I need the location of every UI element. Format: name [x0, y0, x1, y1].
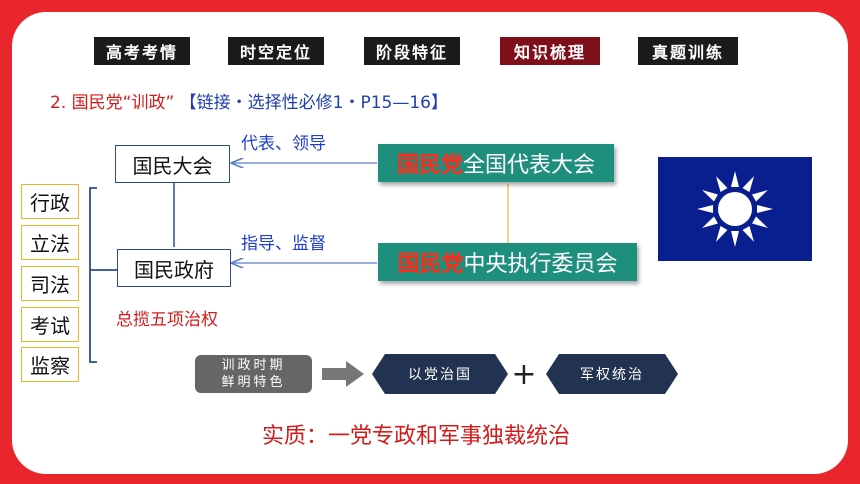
section-title: 国民党“训政” — [71, 93, 175, 113]
party-rule-hexagon — [372, 354, 508, 394]
tab-gaokao-analysis[interactable]: 高考考情 — [94, 37, 190, 65]
section-number: 2. — [50, 93, 67, 113]
section-heading: 2. 国民党“训政” 【链接・选择性必修1・P15—16】 — [50, 88, 448, 113]
white-sun-icon — [697, 171, 773, 247]
period-line-1: 训政时期 — [221, 358, 286, 373]
power-legislative: 立法 — [21, 225, 79, 260]
tab-knowledge-review[interactable]: 知识梳理 — [500, 37, 600, 65]
period-line-2: 鲜明特色 — [221, 375, 286, 390]
military-rule-label: 军权统治 — [580, 367, 644, 383]
tab-real-exams[interactable]: 真题训练 — [638, 37, 738, 65]
tab-stage-features[interactable]: 阶段特征 — [364, 37, 460, 65]
training-period-badge: 训政时期 鲜明特色 — [195, 355, 312, 393]
power-executive: 行政 — [21, 184, 79, 219]
party-congress-box: 国民党全国代表大会 — [378, 144, 614, 182]
label-represent-lead: 代表、领导 — [241, 134, 326, 154]
central-executive-committee-box: 国民党中央执行委员会 — [378, 243, 637, 281]
power-examination: 考试 — [21, 307, 79, 342]
military-rule-hexagon — [546, 354, 678, 394]
textbook-link[interactable]: 【链接・选择性必修1・P15—16】 — [179, 93, 449, 113]
power-supervision: 监察 — [21, 347, 79, 382]
national-government-box: 国民政府 — [117, 249, 231, 287]
essence-statement: 实质：一党专政和军事独裁统治 — [262, 424, 571, 449]
cec-prefix: 国民党 — [397, 252, 464, 277]
label-guide-supervise: 指导、监督 — [241, 234, 326, 254]
party-rule-label: 以党治国 — [408, 367, 472, 383]
tab-time-space[interactable]: 时空定位 — [228, 37, 324, 65]
flag-image — [658, 157, 812, 261]
power-judicial: 司法 — [21, 266, 79, 301]
right-arrow-icon — [322, 361, 364, 387]
five-powers-caption: 总揽五项治权 — [116, 310, 218, 330]
plus-sign: + — [511, 356, 537, 392]
cec-suffix: 中央执行委员会 — [463, 252, 618, 277]
party-congress-suffix: 全国代表大会 — [463, 153, 596, 178]
party-congress-prefix: 国民党 — [396, 153, 463, 178]
five-powers-bracket — [89, 187, 97, 363]
national-assembly-box: 国民大会 — [115, 145, 230, 183]
